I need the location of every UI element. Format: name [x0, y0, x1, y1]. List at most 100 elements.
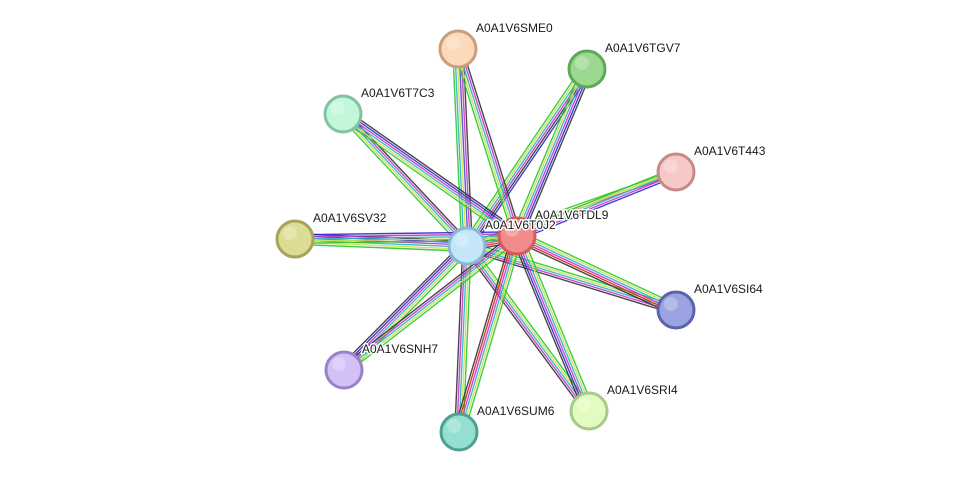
node-label: A0A1V6T7C3 — [361, 86, 435, 100]
node-highlight — [505, 223, 519, 237]
edge-A0A1V6TDL9-A0A1V6SNH7[interactable] — [340, 232, 521, 374]
node-a0a1v6t0j2[interactable] — [447, 226, 487, 266]
node-circle[interactable] — [656, 290, 696, 330]
edge-evidence-line — [343, 112, 519, 236]
edge-evidence-line — [518, 232, 678, 308]
edge-evidence-line — [519, 69, 591, 238]
edge-evidence-line — [466, 247, 676, 313]
node-a0a1v6snh7[interactable] — [324, 350, 364, 390]
node-circle[interactable] — [567, 49, 607, 89]
edge-evidence-line — [518, 230, 679, 306]
node-circle[interactable] — [569, 391, 609, 431]
edge-evidence-line — [515, 68, 587, 236]
edge-evidence-line — [460, 48, 471, 246]
node-a0a1v6sri4[interactable] — [569, 391, 609, 431]
node-label: A0A1V6TDL9 — [535, 208, 609, 222]
node-circle[interactable] — [439, 412, 479, 452]
edge-evidence-line — [344, 110, 520, 234]
edge-evidence-line — [455, 49, 516, 237]
edge-evidence-line — [453, 50, 514, 238]
edge-evidence-line — [452, 49, 463, 247]
edge-A0A1V6TDL9-A0A1V6SME0[interactable] — [453, 47, 522, 238]
edge-evidence-line — [459, 236, 519, 433]
labels-layer: A0A1V6TDL9A0A1V6T0J2A0A1V6SME0A0A1V6TGV7… — [312, 20, 768, 420]
edge-A0A1V6TDL9-A0A1V6TGV7[interactable] — [511, 66, 593, 239]
edge-A0A1V6TDL9-A0A1V6SUM6[interactable] — [453, 234, 523, 434]
edge-evidence-line — [453, 234, 513, 431]
edge-evidence-line — [294, 243, 467, 252]
edge-evidence-line — [343, 235, 518, 371]
node-circle[interactable] — [324, 350, 364, 390]
node-circle[interactable] — [323, 94, 363, 134]
node-a0a1v6sv32[interactable] — [275, 219, 315, 259]
node-circle[interactable] — [438, 29, 478, 69]
edge-A0A1V6TDL9-A0A1V6T7C3[interactable] — [339, 109, 521, 241]
node-circle[interactable] — [275, 219, 315, 259]
edge-evidence-line — [346, 238, 521, 374]
edge-evidence-line — [458, 245, 468, 433]
node-highlight — [575, 56, 589, 70]
edge-evidence-line — [517, 173, 678, 239]
node-a0a1v6t7c3[interactable] — [323, 94, 363, 134]
node-highlight — [332, 357, 346, 371]
edge-evidence-line — [461, 47, 522, 235]
edge-evidence-line — [468, 244, 592, 411]
edge-evidence-line — [456, 49, 467, 247]
node-highlight — [447, 419, 461, 433]
edge-evidence-line — [344, 112, 470, 246]
node-circle[interactable] — [447, 226, 487, 266]
node-circle[interactable] — [497, 216, 537, 256]
edge-evidence-line — [517, 234, 677, 310]
edges-layer — [294, 47, 679, 434]
node-a0a1v6t443[interactable] — [656, 152, 696, 192]
edge-evidence-line — [339, 116, 465, 250]
edge-evidence-line — [517, 69, 589, 237]
node-a0a1v6sum6[interactable] — [439, 412, 479, 452]
node-label: A0A1V6SME0 — [476, 21, 553, 35]
edge-A0A1V6TDL9-A0A1V6SRI4[interactable] — [511, 233, 595, 414]
edge-evidence-line — [518, 175, 678, 241]
edge-evidence-line — [344, 237, 519, 373]
node-label: A0A1V6SUM6 — [477, 404, 555, 418]
edge-evidence-line — [521, 233, 595, 410]
edge-A0A1V6T0J2-A0A1V6SME0[interactable] — [452, 48, 473, 247]
edge-evidence-line — [340, 116, 516, 240]
edge-evidence-line — [342, 233, 517, 369]
edge-evidence-line — [513, 67, 585, 236]
nodes-layer — [275, 29, 696, 452]
node-highlight — [283, 226, 297, 240]
edge-A0A1V6T0J2-A0A1V6T7C3[interactable] — [339, 110, 471, 250]
edge-evidence-line — [515, 238, 675, 314]
edge-evidence-line — [341, 114, 517, 238]
edge-A0A1V6TDL9-A0A1V6SI64[interactable] — [514, 230, 679, 316]
edge-evidence-line — [461, 236, 521, 434]
edge-evidence-line — [340, 232, 515, 368]
edge-evidence-line — [465, 249, 675, 315]
edge-evidence-line — [515, 167, 675, 233]
node-label: A0A1V6SI64 — [694, 282, 763, 296]
edge-evidence-line — [455, 234, 515, 432]
edge-evidence-line — [345, 110, 471, 244]
edge-evidence-line — [342, 113, 468, 247]
edge-evidence-line — [345, 109, 521, 233]
edge-evidence-line — [340, 114, 466, 248]
edge-A0A1V6TDL9-A0A1V6T443[interactable] — [515, 167, 678, 241]
edge-evidence-line — [341, 243, 466, 369]
edge-evidence-line — [469, 243, 593, 409]
node-circle[interactable] — [656, 152, 696, 192]
edge-evidence-line — [454, 49, 465, 247]
node-label: A0A1V6T0J2 — [485, 218, 556, 232]
edge-evidence-line — [513, 236, 587, 413]
node-a0a1v6tgv7[interactable] — [567, 49, 607, 89]
edge-evidence-line — [517, 235, 591, 411]
node-a0a1v6sme0[interactable] — [438, 29, 478, 69]
node-highlight — [331, 101, 345, 115]
edge-evidence-line — [516, 236, 676, 312]
edge-evidence-line — [339, 117, 515, 241]
edge-A0A1V6T0J2-A0A1V6SRI4[interactable] — [463, 243, 593, 414]
edge-evidence-line — [457, 48, 518, 237]
node-a0a1v6si64[interactable] — [656, 290, 696, 330]
node-highlight — [664, 297, 678, 311]
node-a0a1v6tdl9[interactable] — [497, 216, 537, 256]
edge-evidence-line — [466, 245, 590, 412]
